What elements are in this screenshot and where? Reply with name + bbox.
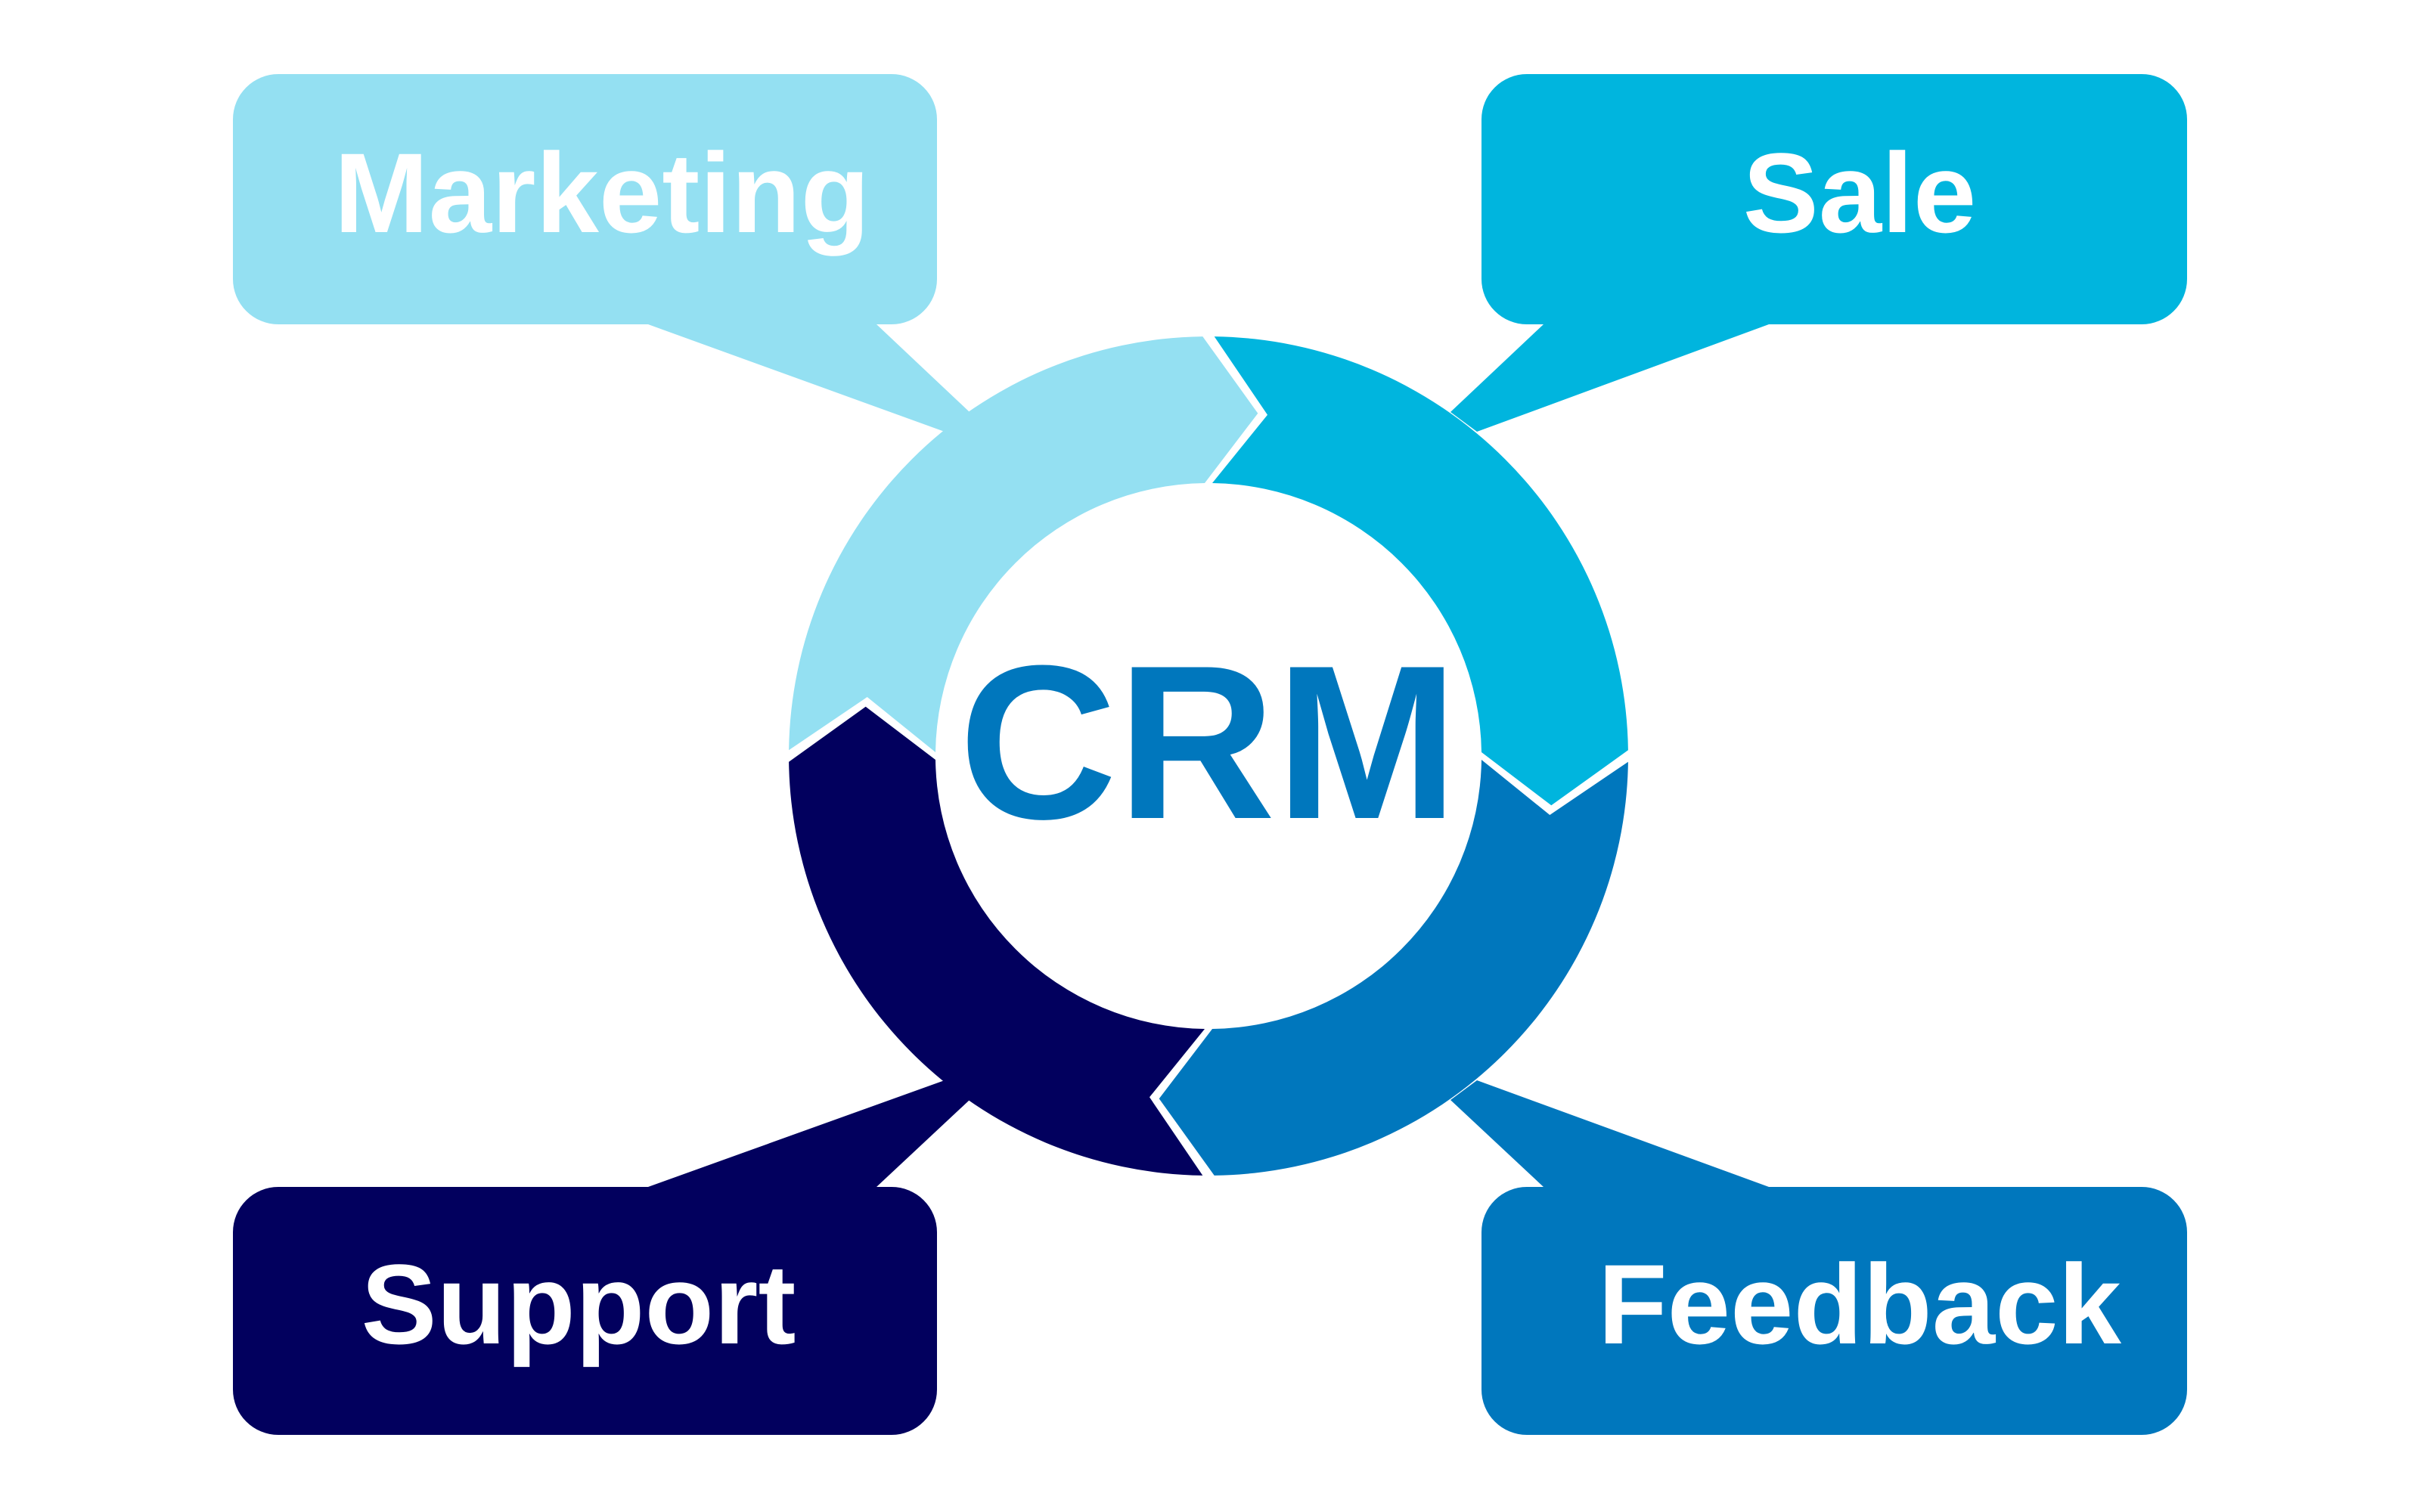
support-label: Support [361, 1241, 796, 1368]
marketing-label: Marketing [334, 129, 870, 256]
sale-arc-arrow [1212, 336, 1628, 806]
feedback-label: Feedback [1598, 1241, 2122, 1368]
marketing-callout [648, 324, 970, 432]
marketing-box [233, 74, 937, 324]
support-arc-arrow [789, 706, 1205, 1176]
feedback-box [1481, 1187, 2187, 1435]
sale-label: Sale [1743, 129, 1977, 256]
sale-box [1481, 74, 2187, 324]
crm-center-label: CRM [959, 620, 1458, 865]
stage-marketing: Marketing [233, 74, 1258, 753]
stage-sale: Sale [1212, 74, 2187, 806]
stage-support: Support [233, 706, 1205, 1435]
support-callout [648, 1080, 970, 1187]
feedback-callout [1450, 1080, 1769, 1187]
support-box [233, 1187, 937, 1435]
feedback-arc-arrow [1159, 760, 1628, 1176]
marketing-arc-arrow [789, 336, 1258, 753]
sale-callout [1450, 324, 1769, 432]
stage-feedback: Feedback [1159, 760, 2187, 1435]
